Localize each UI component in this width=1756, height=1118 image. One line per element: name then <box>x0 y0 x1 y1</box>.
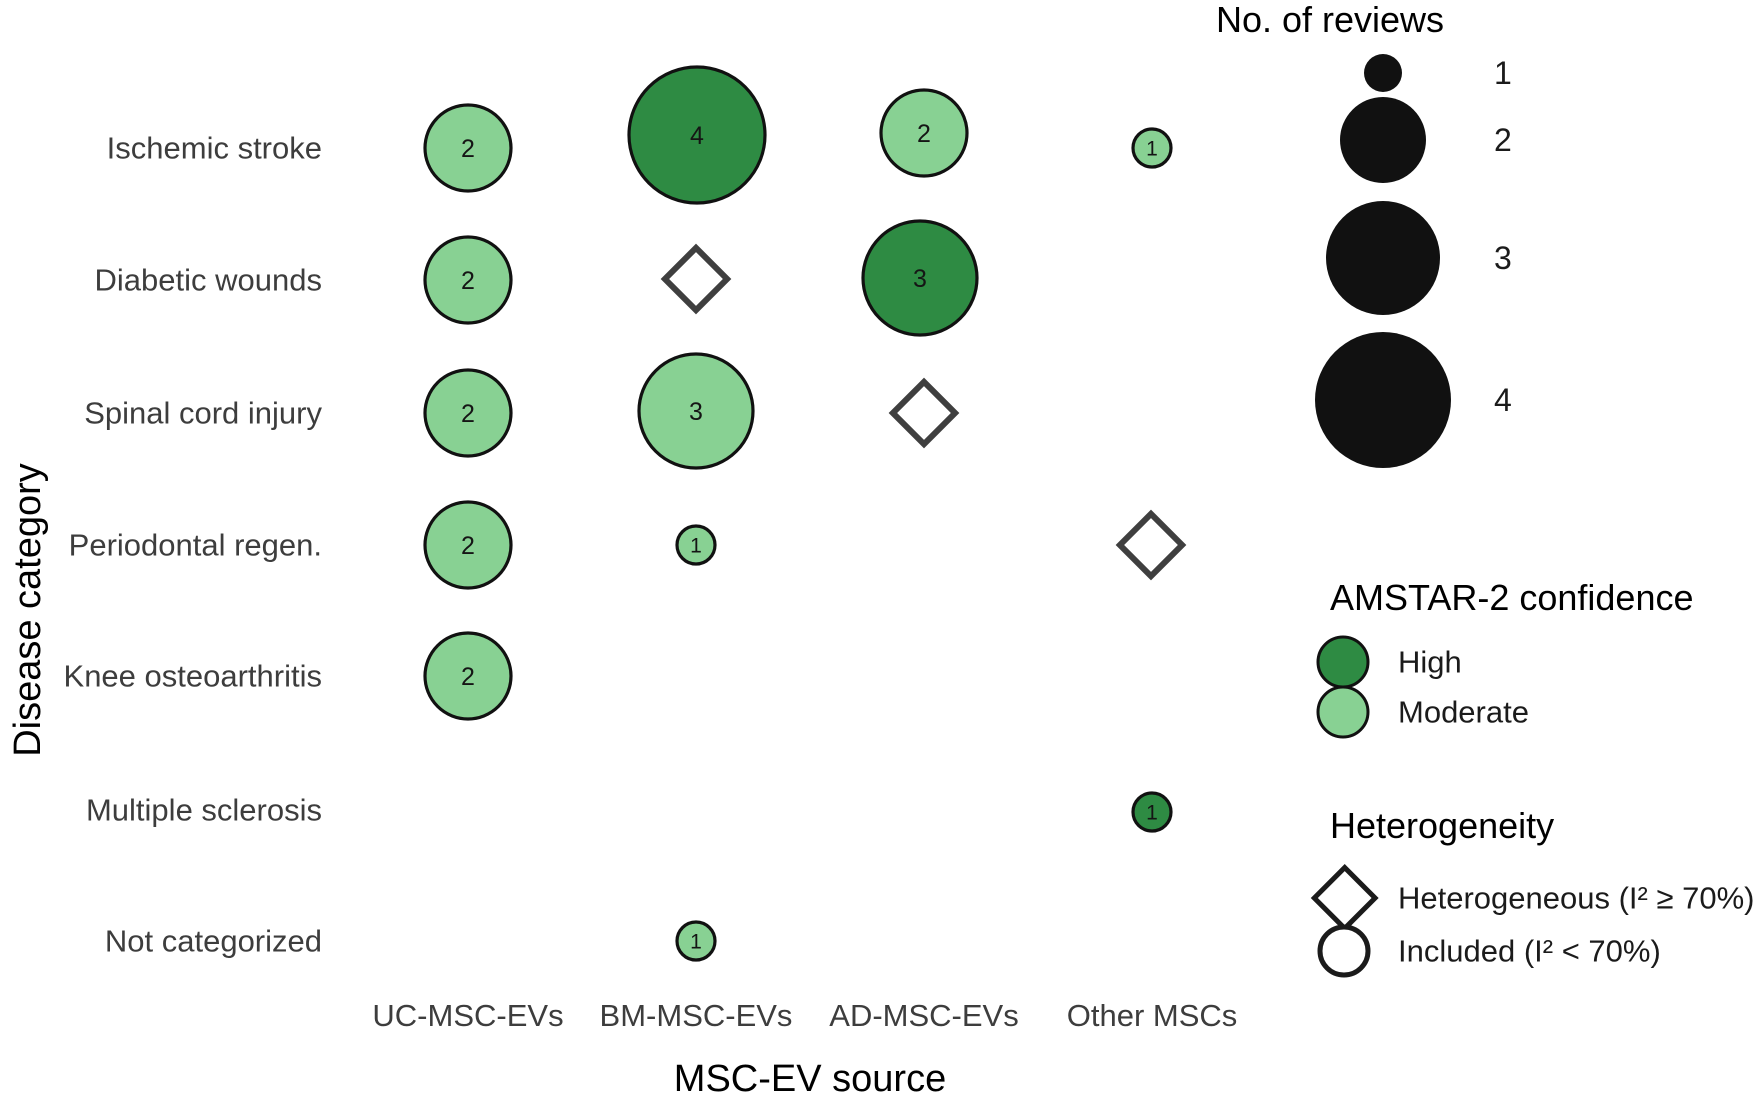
legend-moderate-swatch[interactable] <box>1316 685 1370 739</box>
bubble-value: 1 <box>690 931 702 954</box>
bubble-marker[interactable] <box>675 920 717 962</box>
legend-size: No. of reviews 1 2 3 4 <box>1216 0 1512 468</box>
y-axis-title-text: Disease category <box>7 463 49 757</box>
legend-size-entry[interactable]: 3 <box>1326 201 1512 315</box>
legend-size-title: No. of reviews <box>1216 0 1444 40</box>
bubble-value: 2 <box>461 267 475 295</box>
legend-size-entry[interactable]: 4 <box>1315 332 1512 468</box>
legend-circle-icon[interactable] <box>1317 924 1371 978</box>
data-point[interactable]: 2 <box>423 368 513 458</box>
data-point[interactable]: 3 <box>637 352 755 470</box>
bubble-marker[interactable] <box>423 631 513 721</box>
data-point[interactable]: 1 <box>1131 791 1173 833</box>
data-point[interactable]: 2 <box>423 235 513 325</box>
legend-confidence-entry-moderate[interactable]: Moderate <box>1316 685 1529 739</box>
bubble-marker[interactable] <box>675 524 717 566</box>
bubble-marker[interactable] <box>627 65 767 205</box>
legend-size-label-2: 2 <box>1494 122 1512 158</box>
legend-confidence-entry-high[interactable]: High <box>1316 635 1462 689</box>
bubble-value: 4 <box>690 122 704 150</box>
legend-moderate-label: Moderate <box>1398 695 1529 730</box>
legend-size-entry[interactable]: 1 <box>1364 54 1512 92</box>
legend-included-entry[interactable]: Included (I² < 70%) <box>1317 924 1661 978</box>
legend-high-swatch[interactable] <box>1316 635 1370 689</box>
bubble-value: 2 <box>461 135 475 163</box>
bubble-value: 3 <box>689 398 703 426</box>
x-axis-ticks: UC-MSC-EVs BM-MSC-EVs AD-MSC-EVs Other M… <box>372 998 1237 1033</box>
data-point[interactable]: 2 <box>423 500 513 590</box>
bubble-value: 2 <box>461 532 475 560</box>
diamond-marker[interactable] <box>888 377 960 449</box>
y-tick-diabetic-wounds: Diabetic wounds <box>95 263 322 298</box>
data-point[interactable] <box>888 377 960 449</box>
y-axis-title: Disease category <box>7 463 49 757</box>
bubble-marker[interactable] <box>1131 791 1173 833</box>
data-point[interactable]: 1 <box>675 920 717 962</box>
legend-confidence: AMSTAR-2 confidence High Moderate <box>1316 577 1693 739</box>
bubble-marker[interactable] <box>423 500 513 590</box>
y-tick-spinal-cord-injury: Spinal cord injury <box>84 396 322 431</box>
legend-diamond-icon[interactable] <box>1310 864 1379 932</box>
bubble-value: 2 <box>917 120 931 148</box>
data-markers: 2 4 2 1 2 3 <box>423 65 1187 962</box>
bubble-value: 1 <box>690 535 702 558</box>
bubble-marker[interactable] <box>637 352 755 470</box>
legend-heterogeneity: Heterogeneity Heterogeneous (I² ≥ 70%) I… <box>1310 805 1754 978</box>
y-tick-ischemic-stroke: Ischemic stroke <box>107 131 322 166</box>
y-tick-multiple-sclerosis: Multiple sclerosis <box>86 793 322 828</box>
x-tick-bm-msc-evs: BM-MSC-EVs <box>600 998 793 1033</box>
diamond-marker[interactable] <box>660 243 732 315</box>
y-tick-periodontal-regen: Periodontal regen. <box>69 528 322 563</box>
data-point[interactable]: 4 <box>627 65 767 205</box>
bubble-marker[interactable] <box>423 235 513 325</box>
legend-heterogeneous-label: Heterogeneous (I² ≥ 70%) <box>1398 881 1754 916</box>
legend-size-swatch-4[interactable] <box>1315 332 1451 468</box>
x-tick-other-mscs: Other MSCs <box>1067 998 1238 1033</box>
bubble-marker[interactable] <box>1131 127 1173 169</box>
data-point[interactable]: 2 <box>423 631 513 721</box>
y-axis-ticks: Ischemic stroke Diabetic wounds Spinal c… <box>64 131 323 959</box>
data-point[interactable] <box>660 243 732 315</box>
data-point[interactable]: 2 <box>423 103 513 193</box>
legend-heterogeneous-entry[interactable]: Heterogeneous (I² ≥ 70%) <box>1310 864 1754 932</box>
legend-size-swatch-2[interactable] <box>1340 97 1426 183</box>
bubble-marker[interactable] <box>423 368 513 458</box>
x-tick-uc-msc-evs: UC-MSC-EVs <box>372 998 563 1033</box>
y-tick-not-categorized: Not categorized <box>105 924 322 959</box>
data-point[interactable]: 1 <box>1131 127 1173 169</box>
legend-size-label-4: 4 <box>1494 382 1512 418</box>
bubble-value: 1 <box>1146 138 1158 161</box>
legend-size-swatch-3[interactable] <box>1326 201 1440 315</box>
legend-included-label: Included (I² < 70%) <box>1398 934 1661 969</box>
data-point[interactable] <box>1115 509 1187 581</box>
legend-size-label-3: 3 <box>1494 240 1512 276</box>
legend-size-label-1: 1 <box>1494 55 1512 91</box>
legend-confidence-title: AMSTAR-2 confidence <box>1330 577 1693 618</box>
bubble-value: 2 <box>461 663 475 691</box>
legend-heterogeneity-title: Heterogeneity <box>1330 805 1554 846</box>
bubble-marker[interactable] <box>423 103 513 193</box>
data-point[interactable]: 1 <box>675 524 717 566</box>
legend-size-entry[interactable]: 2 <box>1340 97 1512 183</box>
data-point[interactable]: 3 <box>861 219 979 337</box>
bubble-value: 3 <box>913 265 927 293</box>
diamond-marker[interactable] <box>1115 509 1187 581</box>
data-point[interactable]: 2 <box>879 88 969 178</box>
x-axis-title-text: MSC-EV source <box>674 1058 946 1100</box>
bubble-value: 1 <box>1146 802 1158 825</box>
y-tick-knee-osteoarthritis: Knee osteoarthritis <box>64 659 322 694</box>
bubble-value: 2 <box>461 400 475 428</box>
bubble-marker[interactable] <box>861 219 979 337</box>
legend-high-label: High <box>1398 645 1462 680</box>
bubble-marker[interactable] <box>879 88 969 178</box>
x-tick-ad-msc-evs: AD-MSC-EVs <box>829 998 1018 1033</box>
legend-size-swatch-1[interactable] <box>1364 54 1402 92</box>
